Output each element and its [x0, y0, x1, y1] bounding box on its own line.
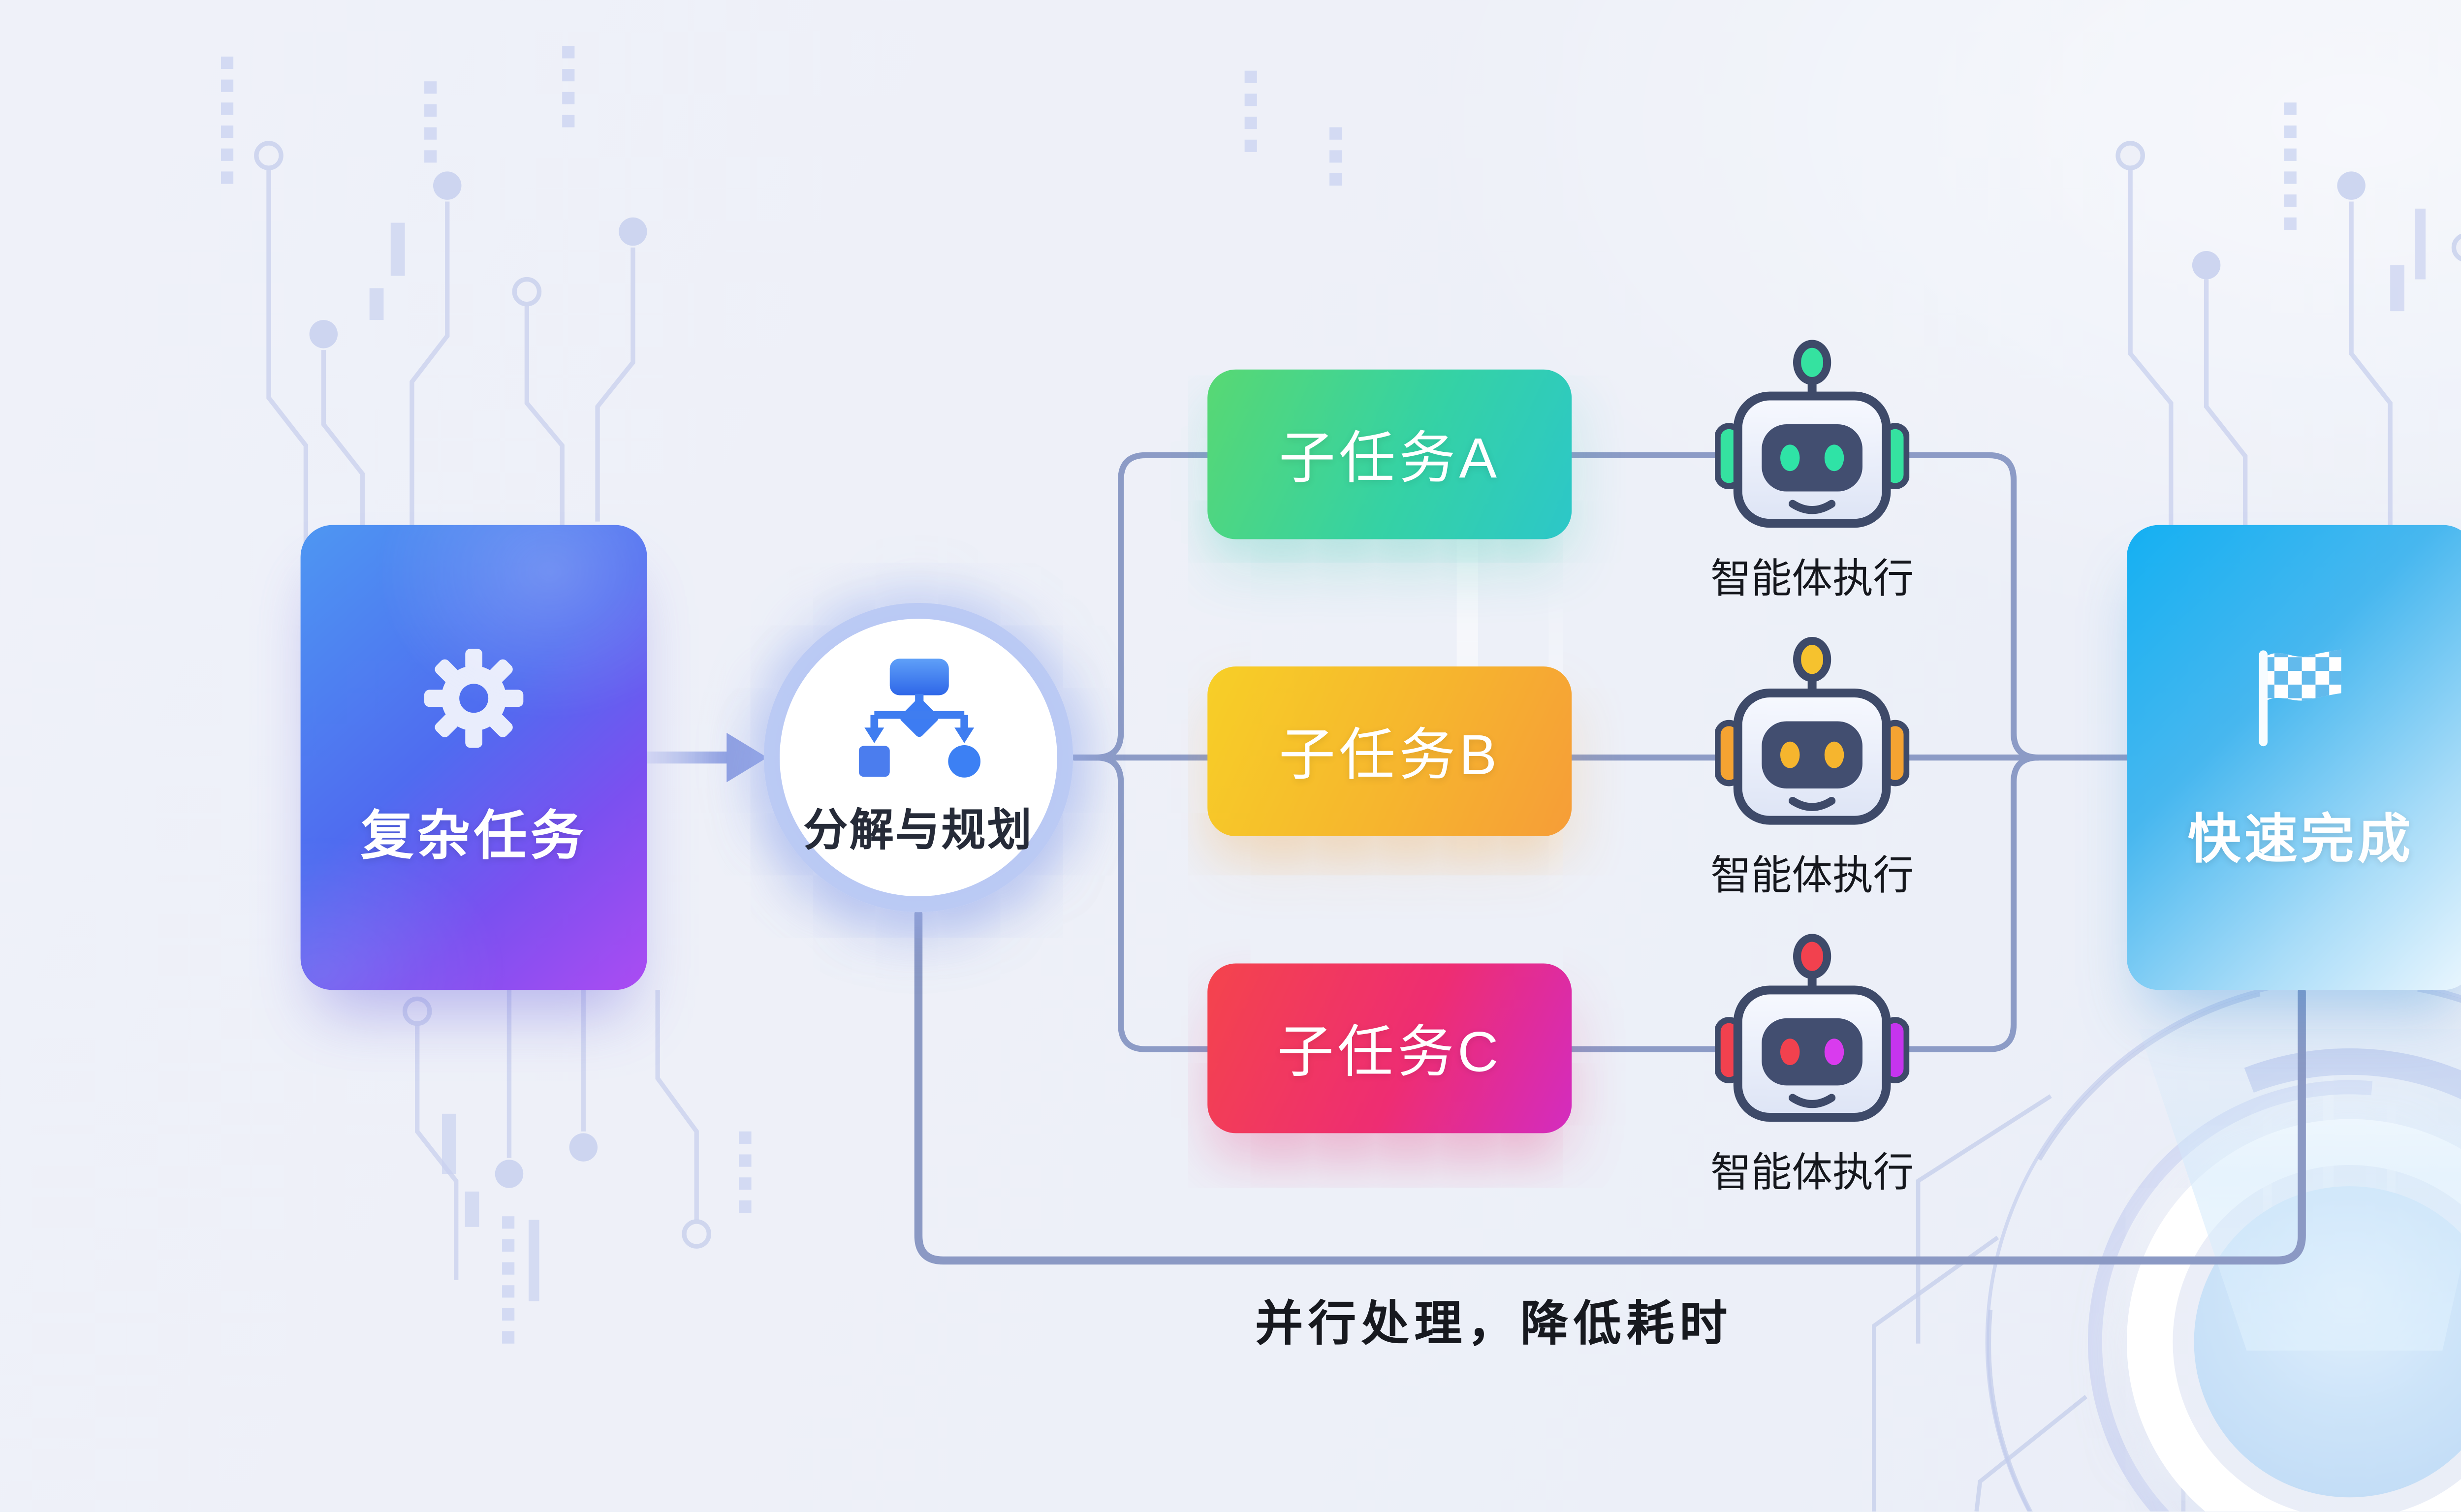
agent-a-label: 智能体执行	[1710, 555, 1914, 601]
complex-task-label: 复杂任务	[360, 807, 587, 866]
node-subtask-b: 子任务B	[1207, 666, 1572, 836]
circuit-traces-bottom-left	[402, 990, 752, 1344]
caption-parallel-processing: 并行处理，降低耗时	[1255, 1297, 1733, 1351]
agent-robot-b	[1715, 633, 1910, 859]
planner-label: 分解与规划	[803, 806, 1034, 856]
arrow-source-to-planner	[646, 732, 767, 783]
subtask-b-label: 子任务B	[1279, 723, 1501, 787]
robot-icon	[1715, 934, 1910, 1122]
subtask-c-label: 子任务C	[1277, 1020, 1502, 1084]
flowchart-icon	[858, 659, 980, 778]
circuit-traces-top-middle	[1244, 70, 1342, 186]
agent-robot-c	[1715, 930, 1910, 1156]
circuit-traces-top-right	[2115, 102, 2461, 584]
subtask-a-label: 子任务A	[1279, 426, 1501, 490]
agent-b-label: 智能体执行	[1710, 852, 1914, 898]
robot-icon	[1715, 636, 1910, 825]
node-subtask-a: 子任务A	[1207, 369, 1572, 539]
gear-icon	[424, 648, 524, 747]
node-planner: 分解与规划	[763, 602, 1073, 913]
planner-inner-circle: 分解与规划	[780, 619, 1057, 897]
robot-icon	[1715, 340, 1910, 528]
connector-planner-to-subtask-a	[1071, 452, 1211, 761]
node-subtask-c: 子任务C	[1207, 963, 1572, 1134]
connector-planner-to-subtask-c	[1071, 754, 1211, 1052]
connector-subtask-c-to-result	[1569, 754, 2042, 1052]
result-label: 快速完成	[2187, 810, 2414, 869]
connector-bypass-bottom	[914, 910, 2306, 1265]
agent-c-label: 智能体执行	[1710, 1149, 1914, 1196]
node-result: 快速完成	[2126, 525, 2461, 990]
checkered-flag-icon	[2258, 648, 2340, 746]
agent-robot-a	[1715, 336, 1910, 562]
node-complex-task: 复杂任务	[300, 525, 647, 990]
circuit-traces-top-left	[221, 46, 647, 591]
